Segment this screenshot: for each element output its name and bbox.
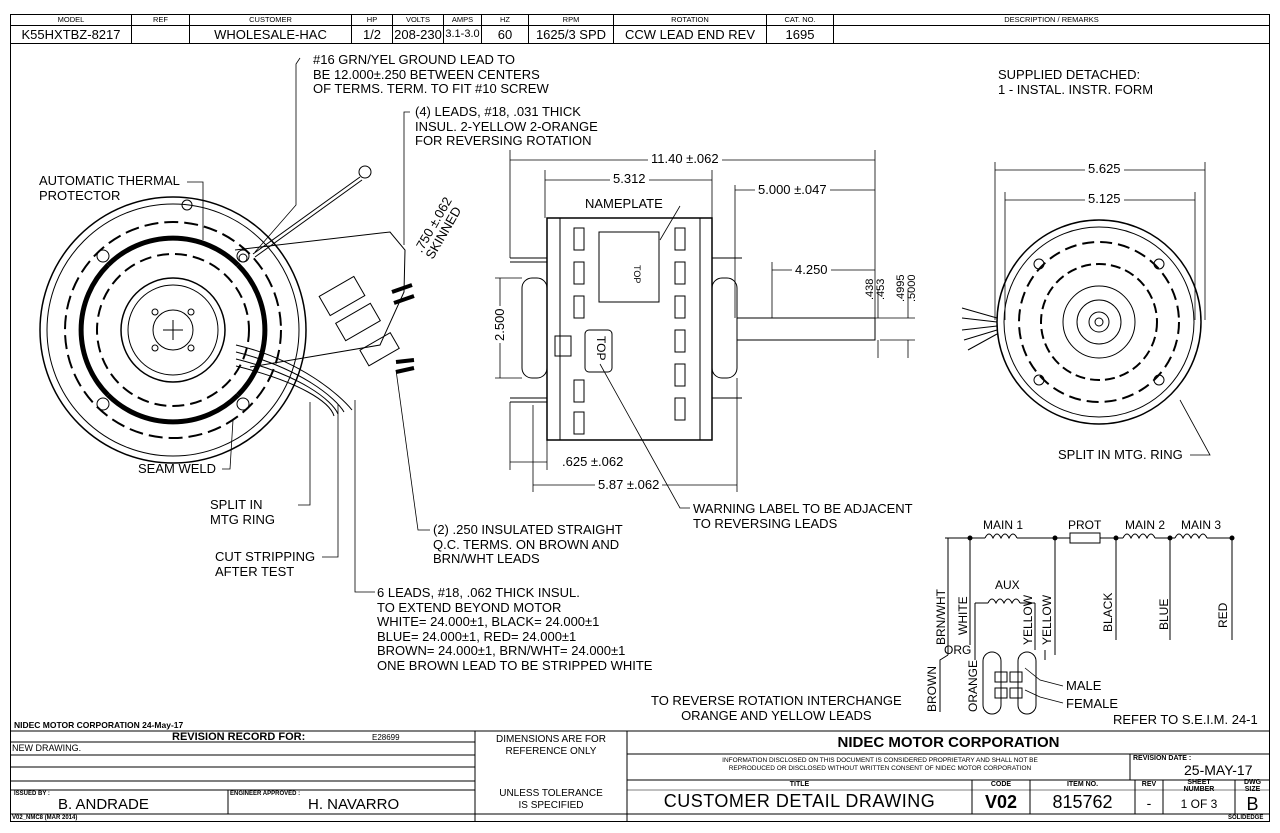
label-cut-stripping: CUT STRIPPING AFTER TEST: [215, 549, 316, 579]
note-six-leads: 6 LEADS, #18, .062 THICK INSUL. TO EXTEN…: [377, 585, 653, 673]
schem-red: RED: [1216, 602, 1230, 628]
schem-brown: BROWN: [925, 666, 939, 712]
label-seam-weld: SEAM WELD: [138, 461, 217, 476]
value-description: [833, 25, 1270, 44]
tb-revision-date: 25-MAY-17: [1184, 762, 1253, 778]
right-end-view: [961, 219, 1202, 425]
schem-main1: MAIN 1: [983, 518, 1024, 532]
dim-shaft-diameter: .4995 .5000: [895, 274, 918, 302]
tb-company: NIDEC MOTOR CORPORATION: [837, 734, 1060, 751]
tb-title: CUSTOMER DETAIL DRAWING: [663, 791, 936, 811]
label-thermal-protector: AUTOMATIC THERMAL PROTECTOR: [39, 173, 180, 203]
lead-bundle: [234, 231, 415, 417]
label-male: MALE: [1066, 678, 1102, 693]
schem-org: ORG: [944, 643, 972, 657]
note-reversing-leads: (4) LEADS, #18, .031 THICK INSUL. 2-YELL…: [415, 104, 598, 148]
schem-yellow-2: YELLOW: [1040, 594, 1054, 645]
tb-engineer: H. NAVARRO: [308, 796, 400, 813]
dim-body-length: 5.312: [610, 171, 649, 187]
tb-form-number: V02_NMC8 (MAR 2014): [12, 815, 78, 821]
dim-overall-length: 11.40 ±.062: [648, 151, 722, 167]
left-vent-slots: [64, 221, 282, 439]
ground-lead: [252, 165, 372, 258]
tb-sheet-label: SHEET NUMBER: [1183, 779, 1215, 793]
tb-issued-by-label: ISSUED BY :: [14, 791, 50, 797]
label-nameplate: NAMEPLATE: [585, 196, 663, 211]
label-split-mtg-ring: SPLIT IN MTG RING: [210, 497, 275, 527]
tb-item-number: 815762: [1052, 792, 1113, 812]
schem-orange: ORANGE: [966, 659, 980, 712]
spec-header-values: K55HXTBZ-8217 WHOLESALE-HAC 1/2 208-230 …: [10, 25, 1270, 44]
dim-stud-offset: .625 ±.062: [562, 454, 624, 469]
tb-code-label: CODE: [990, 781, 1012, 788]
tb-size: B: [1246, 794, 1259, 814]
label-female: FEMALE: [1066, 696, 1119, 711]
tb-code: V02: [984, 792, 1018, 812]
schem-main3: MAIN 3: [1181, 518, 1222, 532]
value-cat-no: 1695: [766, 25, 834, 44]
spec-header-table: MODEL REF CUSTOMER HP VOLTS AMPS HZ RPM …: [10, 14, 1270, 44]
dim-mount-length: 5.87 ±.062: [595, 477, 663, 493]
side-view: [510, 217, 876, 441]
tb-ecn: E28699: [372, 733, 400, 742]
label-split-mtg-ring-right: SPLIT IN MTG. RING: [1058, 447, 1183, 462]
value-model: K55HXTBZ-8217: [10, 25, 132, 44]
schem-blue: BLUE: [1157, 598, 1171, 630]
note-reverse-rotation: TO REVERSE ROTATION INTERCHANGE ORANGE A…: [651, 693, 902, 723]
dim-outer-diameter: 5.625: [1085, 161, 1124, 177]
tb-engineer-label: ENGINEER APPROVED :: [230, 791, 301, 797]
tb-rev-label: REV: [1141, 781, 1157, 788]
value-volts: 208-230: [392, 25, 444, 44]
tb-corp-date: NIDEC MOTOR CORPORATION 24-May-17: [14, 720, 184, 730]
dim-bolt-circle: 5.125: [1085, 191, 1124, 207]
value-rotation: CCW LEAD END REV: [613, 25, 767, 44]
tb-rev: -: [1146, 795, 1152, 811]
note-supplied-detached: SUPPLIED DETACHED: 1 - INSTAL. INSTR. FO…: [998, 67, 1154, 97]
schem-black: BLACK: [1101, 592, 1115, 632]
tb-title-label: TITLE: [789, 781, 810, 788]
dim-flat-length: 4.250: [792, 262, 831, 278]
label-top: TOP: [594, 336, 608, 361]
note-ground-lead: #16 GRN/YEL GROUND LEAD TO BE 12.000±.25…: [313, 52, 549, 96]
dim-shaft-length: 5.000 ±.047: [755, 182, 830, 198]
tb-issued-by: B. ANDRADE: [58, 796, 149, 813]
label-top-small: TOP: [632, 265, 642, 284]
schem-yellow-1: YELLOW: [1021, 594, 1035, 645]
tb-revision-record: REVISION RECORD FOR:: [172, 731, 306, 743]
leaders: [187, 57, 1211, 704]
value-hp: 1/2: [351, 25, 393, 44]
title-block-grid: [10, 730, 1270, 822]
dim-hub-diameter: 2.500: [492, 306, 508, 343]
wiring-schematic: [939, 532, 1235, 715]
schem-brnwht: BRN/WHT: [934, 589, 948, 645]
tb-sheet: 1 OF 3: [1180, 797, 1218, 811]
tb-tolerance: UNLESS TOLERANCE IS SPECIFIED: [499, 788, 603, 811]
schem-white: WHITE: [956, 596, 970, 635]
tb-item-label: ITEM NO.: [1066, 781, 1099, 788]
note-refer-seim: REFER TO S.E.I.M. 24-1: [1113, 712, 1258, 727]
tb-size-label: DWG SIZE: [1243, 779, 1262, 793]
schem-main2: MAIN 2: [1125, 518, 1166, 532]
note-warning-label: WARNING LABEL TO BE ADJACENT TO REVERSIN…: [693, 501, 913, 531]
left-end-view: [39, 196, 307, 464]
schem-aux: AUX: [995, 578, 1020, 592]
schem-prot: PROT: [1068, 518, 1102, 532]
tb-dims-reference: DIMENSIONS ARE FOR REFERENCE ONLY: [495, 734, 606, 757]
tb-new-drawing: NEW DRAWING.: [12, 743, 82, 753]
tb-proprietary: INFORMATION DISCLOSED ON THIS DOCUMENT I…: [722, 757, 1038, 772]
tb-software: SOLIDEDGE: [1228, 815, 1264, 821]
tb-revision-date-label: REVISION DATE :: [1133, 755, 1192, 762]
note-qc-terminals: (2) .250 INSULATED STRAIGHT Q.C. TERMS. …: [433, 522, 623, 566]
value-rpm: 1625/3 SPD: [528, 25, 614, 44]
dim-flat-depth: .438 .453: [864, 278, 887, 300]
value-customer: WHOLESALE-HAC: [189, 25, 352, 44]
